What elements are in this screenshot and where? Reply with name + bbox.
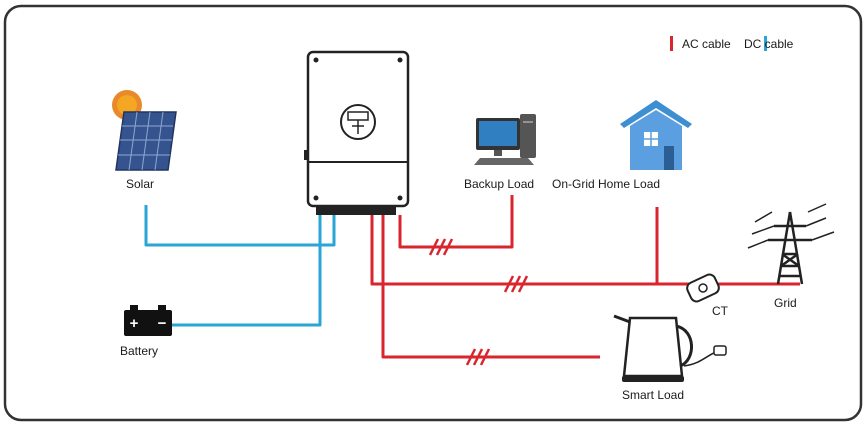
- house-icon: [620, 100, 692, 170]
- battery-icon: + −: [124, 305, 172, 336]
- smart-load-label: Smart Load: [622, 388, 685, 402]
- legend-dc-label: DC cable: [744, 37, 794, 51]
- ct-clamp-icon: [686, 273, 720, 303]
- solar-label: Solar: [126, 177, 155, 191]
- legend-ac-mark: [670, 36, 673, 51]
- backup-load-label: Backup Load: [464, 177, 535, 191]
- ac-cable-smart-load: [381, 215, 600, 359]
- grid-label: Grid: [774, 296, 797, 310]
- svg-text:+: +: [130, 315, 139, 332]
- solar-panel-icon: [112, 90, 177, 171]
- legend-ac-label: AC cable: [682, 37, 731, 51]
- cable-hatch-marks: [428, 238, 529, 366]
- legend-dc-mark: [764, 36, 767, 51]
- ct-label: CT: [712, 304, 728, 318]
- inverter-icon: [304, 50, 410, 215]
- ac-cables: [370, 195, 800, 359]
- ac-cable-backup-load: [398, 195, 514, 249]
- battery-label: Battery: [120, 344, 159, 358]
- home-load-label: On-Grid Home Load: [552, 177, 661, 191]
- dc-cable-battery: [172, 215, 322, 327]
- dc-cable-solar: [144, 205, 336, 247]
- svg-text:−: −: [158, 315, 167, 332]
- computer-icon: [474, 114, 536, 165]
- power-tower-icon: [747, 203, 835, 285]
- kettle-icon: [613, 314, 727, 382]
- dc-cables: [144, 205, 336, 327]
